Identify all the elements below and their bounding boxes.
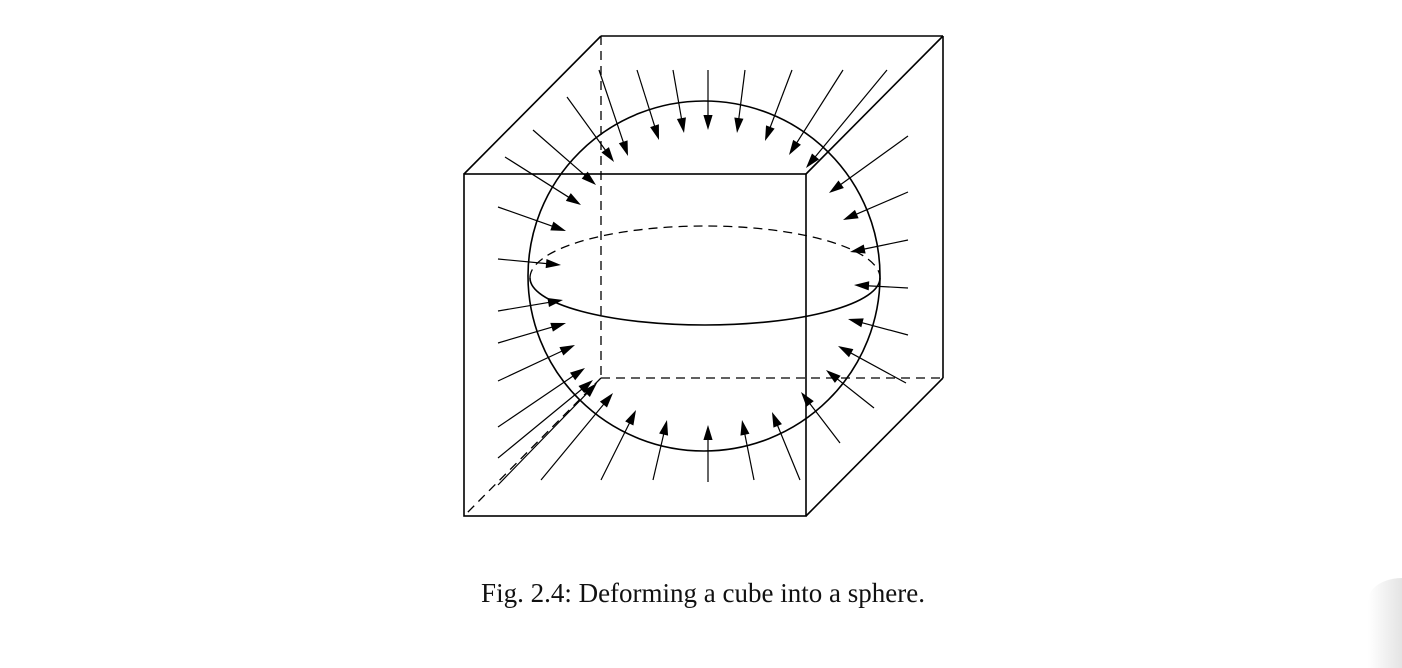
arrow-head [843,209,859,220]
arrow-head [570,368,585,381]
arrow-head [659,420,669,436]
equator-front [529,277,881,326]
arrow-shaft [497,326,554,344]
arrow-head [740,420,750,436]
arrow-shaft [652,432,665,481]
arrow-shaft [497,206,554,228]
arrow-head [848,318,864,328]
arrow-shaft [808,401,841,444]
arrow-head [545,258,561,269]
arrow-shaft [743,432,755,481]
arrow-shaft [497,387,584,459]
arrow-shaft [497,374,575,428]
cube-top-left-edge [463,35,602,175]
arrow-head [550,322,566,332]
arrow-head [789,139,801,155]
arrow-head [826,370,841,383]
arrow-shaft [497,301,551,312]
arrow-shaft [860,321,909,336]
arrow-shaft [672,69,683,121]
arrow-shaft [866,285,909,289]
arrow-head [559,345,575,356]
arrow-head [772,412,782,428]
arrow-shaft [598,69,625,144]
page-corner-shadow [1368,578,1402,668]
arrow-head [854,281,870,291]
arrow-head [601,147,614,162]
arrow-head [650,124,659,140]
equator-back-dashed [529,225,881,279]
arrow-shaft [566,96,607,152]
arrow-shaft [776,423,801,481]
cube-hidden-depth-edge [463,377,602,517]
cube-wireframe [463,35,944,517]
arrow-head [703,425,713,440]
arrow-shaft [532,129,587,177]
arrow-head [703,115,713,130]
arrow-head [618,140,628,156]
arrow-head [765,125,775,141]
arrow-shaft [835,377,875,409]
arrow-head [850,244,866,254]
arrow-shaft [636,69,656,128]
arrow-shaft [738,69,746,121]
cube-front-face [463,173,807,517]
arrow-head [734,117,744,133]
figure-caption: Fig. 2.4: Deforming a cube into a sphere… [481,578,925,608]
arrow-shaft [497,258,549,265]
arrow-head [801,392,814,407]
arrow-head [550,221,566,231]
arrow-head [806,153,820,168]
arrow-shaft [497,391,589,486]
arrow-shaft [600,421,631,481]
arrow-shaft [849,351,907,384]
arrow-head [599,393,613,408]
arrow-shaft [540,402,606,481]
arrow-head [565,193,581,205]
arrow-head [578,380,593,394]
arrow-shaft [795,69,844,145]
cube-bottom-right-edge [805,377,944,517]
arrow-head [581,171,596,185]
arrow-shaft [813,69,888,159]
cube-top-right-edge [805,35,944,175]
cube-to-sphere-diagram [463,35,944,517]
arrow-head [676,117,686,133]
inward-arrows [497,69,909,486]
arrow-head [625,410,636,426]
arrow-shaft [854,191,909,216]
arrow-head [838,346,854,358]
arrow-head [547,297,563,308]
arrow-head [829,180,844,193]
arrow-shaft [497,349,564,382]
arrow-shaft [839,135,909,186]
arrow-shaft [504,156,571,199]
arrow-head [583,383,597,397]
arrow-shaft [862,239,909,250]
arrow-shaft [769,69,793,130]
